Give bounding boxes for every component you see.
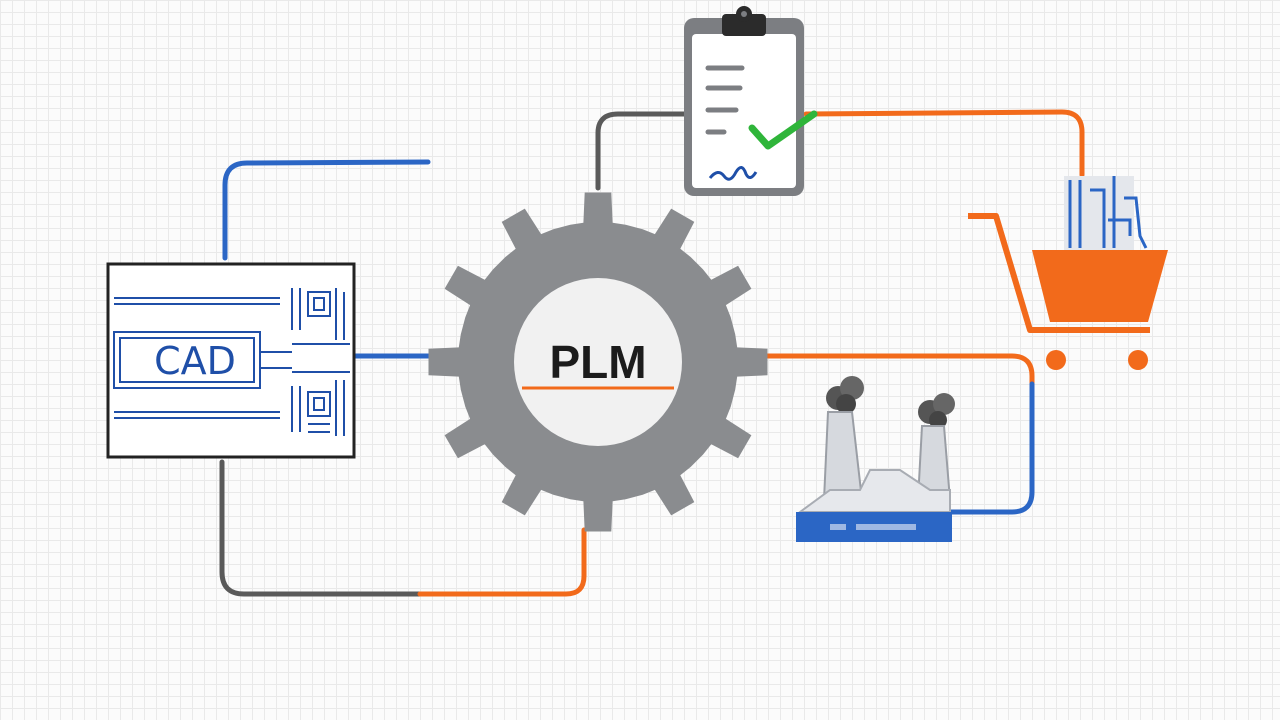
cad-blueprint-icon: CAD [106,262,356,459]
wire-plm-clipboard-gray [595,111,687,191]
shopping-cart-icon [968,176,1168,370]
cart-contents [1064,176,1148,250]
wire-cad-bottom-gray [219,459,423,597]
clipboard-check-icon [684,6,818,196]
factory-icon [796,376,955,542]
checkmark-icon [748,110,818,150]
wire-factory-blue [947,381,1035,515]
connectors [219,109,1085,597]
cad-label: CAD [154,339,236,383]
plm-label: PLM [549,336,646,388]
wire-plm-bottom-orange [417,527,587,597]
gear-icon: PLM [428,192,768,532]
wire-clipboard-cart-orange [803,109,1085,178]
wire-plm-factory-orange [722,353,1035,393]
wire-cad-top-blue [222,159,431,261]
